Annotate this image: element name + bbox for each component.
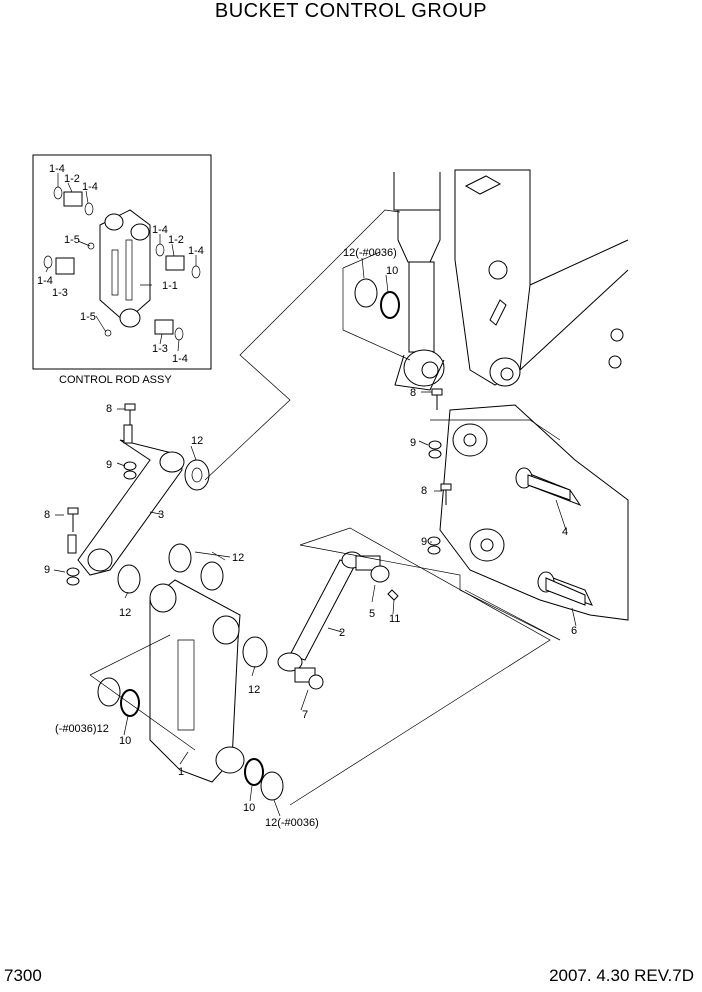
inset-label: 1-2: [64, 173, 80, 185]
callout-7: 7: [302, 709, 308, 721]
control-rod-assy-inset: 1-4 1-2 1-4 1-5 1-4 1-2 1-4 1-4 1-3 1-1 …: [32, 154, 212, 386]
inset-label: 1-4: [172, 353, 188, 365]
callout-9: 9: [106, 459, 112, 471]
callout-4: 4: [562, 526, 568, 538]
arm-cylinder-drawing: [393, 169, 629, 621]
inset-label: 1-5: [64, 234, 80, 246]
callout-9: 9: [410, 437, 416, 449]
callout-9: 9: [421, 536, 427, 548]
inset-label: 1-1: [162, 280, 178, 292]
callout-labels: 12(-#0036) 10 8 9 8 9 4 6 8 9 12 8 3 9 1…: [44, 247, 577, 829]
leader-lines: [53, 257, 577, 817]
exploded-parts: [66, 278, 586, 801]
callout-12: (-#0036)12: [55, 723, 109, 735]
inset-label: 1-4: [188, 245, 204, 257]
callout-11: 11: [389, 613, 400, 625]
callout-10: 10: [243, 802, 255, 814]
callout-10: 10: [119, 735, 131, 747]
callout-8: 8: [44, 509, 50, 521]
callout-10: 10: [386, 265, 398, 277]
inset-label: 1-4: [152, 224, 168, 236]
callout-12: 12(-#0036): [265, 817, 319, 829]
callout-6: 6: [571, 625, 577, 637]
callout-12: 12: [248, 684, 260, 696]
callout-12: 12: [119, 607, 131, 619]
page-title: BUCKET CONTROL GROUP: [214, 0, 488, 22]
callout-12: 12: [191, 435, 203, 447]
inset-caption: CONTROL ROD ASSY: [59, 374, 172, 386]
callout-1: 1: [178, 766, 184, 778]
callout-5: 5: [369, 608, 375, 620]
callout-3: 3: [158, 509, 164, 521]
inset-label: 1-3: [152, 343, 168, 355]
callout-9: 9: [44, 564, 50, 576]
callout-12: 12: [232, 552, 244, 564]
inset-label: 1-2: [168, 234, 184, 246]
inset-label: 1-4: [82, 181, 98, 193]
revision-date: 2007. 4.30 REV.7D: [549, 966, 694, 985]
inset-label: 1-5: [80, 311, 96, 323]
callout-2: 2: [339, 627, 345, 639]
callout-12: 12(-#0036): [343, 247, 397, 259]
callout-8: 8: [410, 387, 416, 399]
callout-8: 8: [106, 403, 112, 415]
inset-label: 1-4: [49, 163, 65, 175]
inset-label: 1-4: [37, 275, 53, 287]
inset-label: 1-3: [52, 287, 68, 299]
assembly-lines: [89, 209, 561, 806]
page-number: 7300: [4, 966, 42, 985]
callout-8: 8: [421, 485, 427, 497]
